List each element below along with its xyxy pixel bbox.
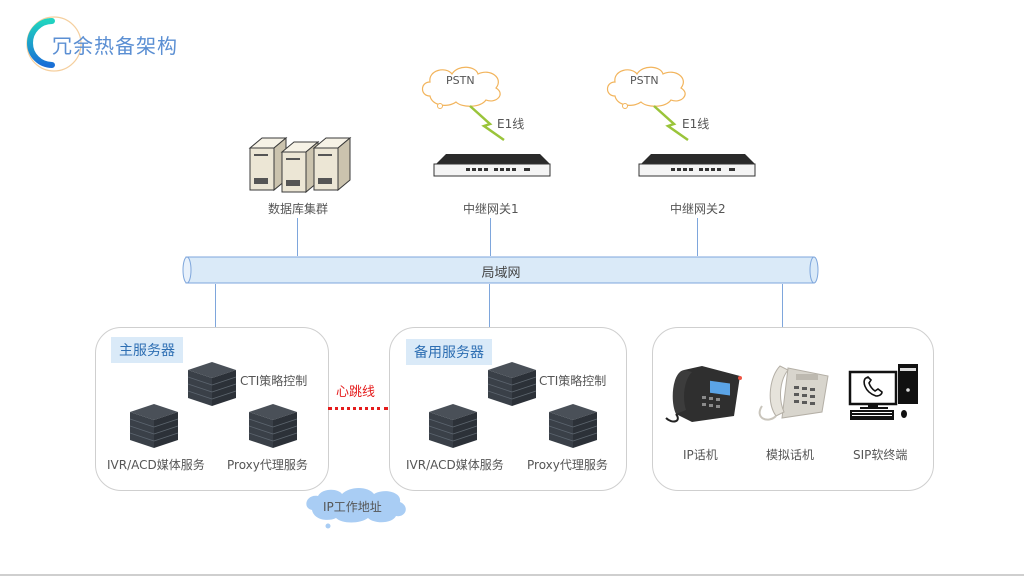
- bottom-divider: [0, 574, 1024, 576]
- terminals-link-line: [782, 284, 783, 328]
- primary-server-tag: 主服务器: [111, 337, 183, 363]
- analog-phone-label: 模拟话机: [766, 448, 815, 462]
- trunk-gateway-icon: [638, 154, 756, 177]
- primary-proxy-label: Proxy代理服务: [227, 458, 308, 472]
- sip-softphone-pc-icon: [848, 364, 918, 420]
- backup-server-tag: 备用服务器: [406, 339, 492, 365]
- ip-phone-label: IP话机: [683, 448, 718, 462]
- cti-server-icon: [187, 362, 237, 406]
- heartbeat-label: 心跳线: [336, 385, 376, 400]
- pstn-cloud-icon: [421, 66, 501, 109]
- analog-phone-icon: [758, 365, 829, 421]
- primary-ivr-label: IVR/ACD媒体服务: [107, 458, 205, 472]
- trunk-gateway-icon: [433, 154, 551, 177]
- database-cluster-label: 数据库集群: [268, 202, 329, 216]
- gw2-link-line: [697, 218, 698, 256]
- e1-link-1-label: E1线: [497, 117, 525, 131]
- trunk-gateway-2-label: 中继网关2: [670, 202, 726, 216]
- backup-ivr-label: IVR/ACD媒体服务: [406, 458, 504, 472]
- proxy-server-icon: [548, 404, 598, 448]
- database-server-icon: [248, 136, 352, 194]
- pstn-cloud-icon: [606, 66, 686, 109]
- db-link-line: [297, 218, 298, 256]
- logo-ring-icon: [26, 16, 82, 72]
- ivr-server-icon: [428, 404, 478, 448]
- cti-server-icon: [487, 362, 537, 406]
- ip-phone-icon: [665, 366, 742, 423]
- page-title: 冗余热备架构: [52, 34, 178, 58]
- pstn-2-label: PSTN: [630, 74, 659, 87]
- gw1-link-line: [490, 218, 491, 256]
- proxy-server-icon: [248, 404, 298, 448]
- sip-softphone-label: SIP软终端: [853, 448, 908, 462]
- e1-link-2-label: E1线: [682, 117, 710, 131]
- e1-link-bolt-icon: [653, 105, 689, 142]
- ip-address-label: IP工作地址: [323, 500, 382, 514]
- backup-proxy-label: Proxy代理服务: [527, 458, 608, 472]
- e1-link-bolt-icon: [469, 105, 505, 142]
- primary-cti-label: CTI策略控制: [240, 374, 308, 388]
- heartbeat-line: [328, 407, 388, 410]
- backup-cti-label: CTI策略控制: [539, 374, 607, 388]
- ip-address-cloud-icon: [306, 488, 406, 529]
- lan-bus: [182, 256, 819, 284]
- pstn-1-label: PSTN: [446, 74, 475, 87]
- ivr-server-icon: [129, 404, 179, 448]
- backup-link-line: [489, 284, 490, 328]
- trunk-gateway-1-label: 中继网关1: [463, 202, 519, 216]
- lan-label: 局域网: [481, 266, 521, 281]
- primary-link-line: [215, 284, 216, 328]
